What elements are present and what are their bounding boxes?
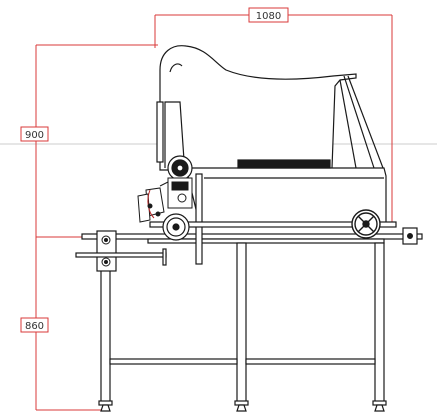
- dimension-width-label: 1080: [256, 11, 281, 22]
- dimension-upper-height: 900: [20, 126, 49, 142]
- right-handwheel: [351, 209, 381, 239]
- dimension-width: 1080: [248, 7, 289, 23]
- upper-roller: [167, 155, 193, 181]
- dimension-upper-height-label: 900: [25, 130, 44, 141]
- dimension-lower-height: 860: [20, 317, 49, 333]
- machine-head: [156, 45, 384, 171]
- lower-roller: [162, 213, 190, 241]
- dimension-lower-height-label: 860: [25, 321, 44, 332]
- drive-assembly: [137, 177, 193, 223]
- work-bed: [149, 159, 397, 265]
- stand-frame: [75, 227, 423, 412]
- stand-bolts: [101, 233, 413, 267]
